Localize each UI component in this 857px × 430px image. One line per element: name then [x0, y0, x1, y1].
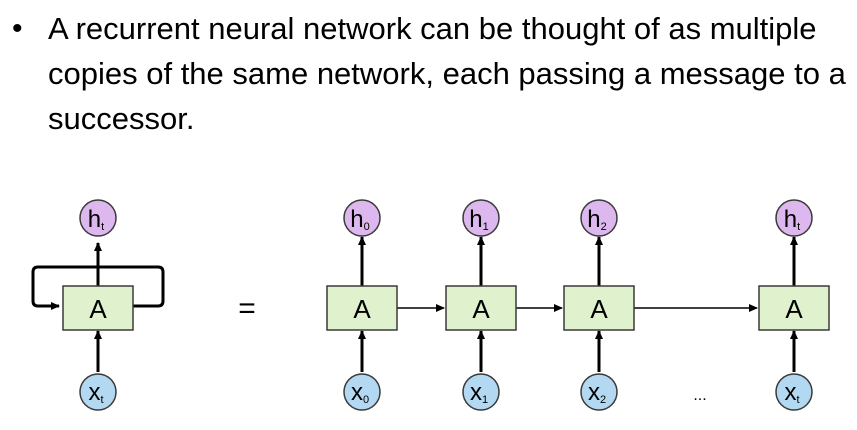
- cell-label: A: [590, 294, 608, 324]
- svg-text:xt: xt: [88, 379, 103, 406]
- svg-text:x1: x1: [470, 379, 488, 406]
- svg-text:xt: xt: [784, 379, 799, 406]
- svg-text:h1: h1: [469, 206, 488, 233]
- ellipsis: ...: [693, 387, 706, 404]
- output-node-label: h: [350, 206, 363, 233]
- output-node-subscript: 2: [601, 221, 607, 233]
- input-node-label: x: [470, 379, 482, 406]
- cell-label: A: [472, 294, 490, 324]
- cell-label: A: [785, 294, 803, 324]
- input-node-label: x: [588, 379, 600, 406]
- input-node-label: x: [784, 379, 796, 406]
- output-node-subscript: 1: [483, 221, 489, 233]
- output-node-label: h: [88, 206, 101, 233]
- input-node: [79, 373, 117, 411]
- input-node: [775, 373, 813, 411]
- input-node-label: x: [351, 379, 363, 406]
- svg-text:ht: ht: [88, 206, 104, 233]
- input-node-subscript: 0: [363, 394, 369, 406]
- output-node: [775, 199, 813, 237]
- input-node-subscript: t: [796, 394, 799, 406]
- rolled-rnn: A ht xt: [31, 199, 165, 411]
- output-node-subscript: 0: [364, 221, 370, 233]
- input-node-label: x: [88, 379, 100, 406]
- input-node: [462, 373, 500, 411]
- rnn-cell: [62, 285, 134, 331]
- rnn-cell: [445, 285, 517, 331]
- rnn-cell: [758, 285, 830, 331]
- svg-text:x0: x0: [351, 379, 369, 406]
- input-node-subscript: t: [100, 394, 103, 406]
- bullet-text: A recurrent neural network can be though…: [48, 11, 846, 136]
- svg-text:h0: h0: [350, 206, 369, 233]
- output-node: [79, 199, 117, 237]
- output-node-label: h: [587, 206, 600, 233]
- svg-text:h2: h2: [587, 206, 606, 233]
- bullet-symbol: •: [12, 12, 23, 45]
- equals-sign: =: [238, 292, 256, 325]
- input-node-subscript: 2: [600, 394, 606, 406]
- cell-label: A: [89, 294, 107, 324]
- svg-text:x2: x2: [588, 379, 606, 406]
- output-node-label: h: [469, 206, 482, 233]
- output-node-subscript: t: [101, 221, 104, 233]
- output-node: [343, 199, 381, 237]
- input-node: [580, 373, 618, 411]
- rnn-cell: [326, 285, 398, 331]
- input-node: [343, 373, 381, 411]
- svg-text:ht: ht: [784, 206, 800, 233]
- output-node-subscript: t: [797, 221, 800, 233]
- output-node: [580, 199, 618, 237]
- output-node: [462, 199, 500, 237]
- output-node-label: h: [784, 206, 797, 233]
- cell-label: A: [353, 294, 371, 324]
- input-node-subscript: 1: [482, 394, 488, 406]
- rnn-cell: [563, 285, 635, 331]
